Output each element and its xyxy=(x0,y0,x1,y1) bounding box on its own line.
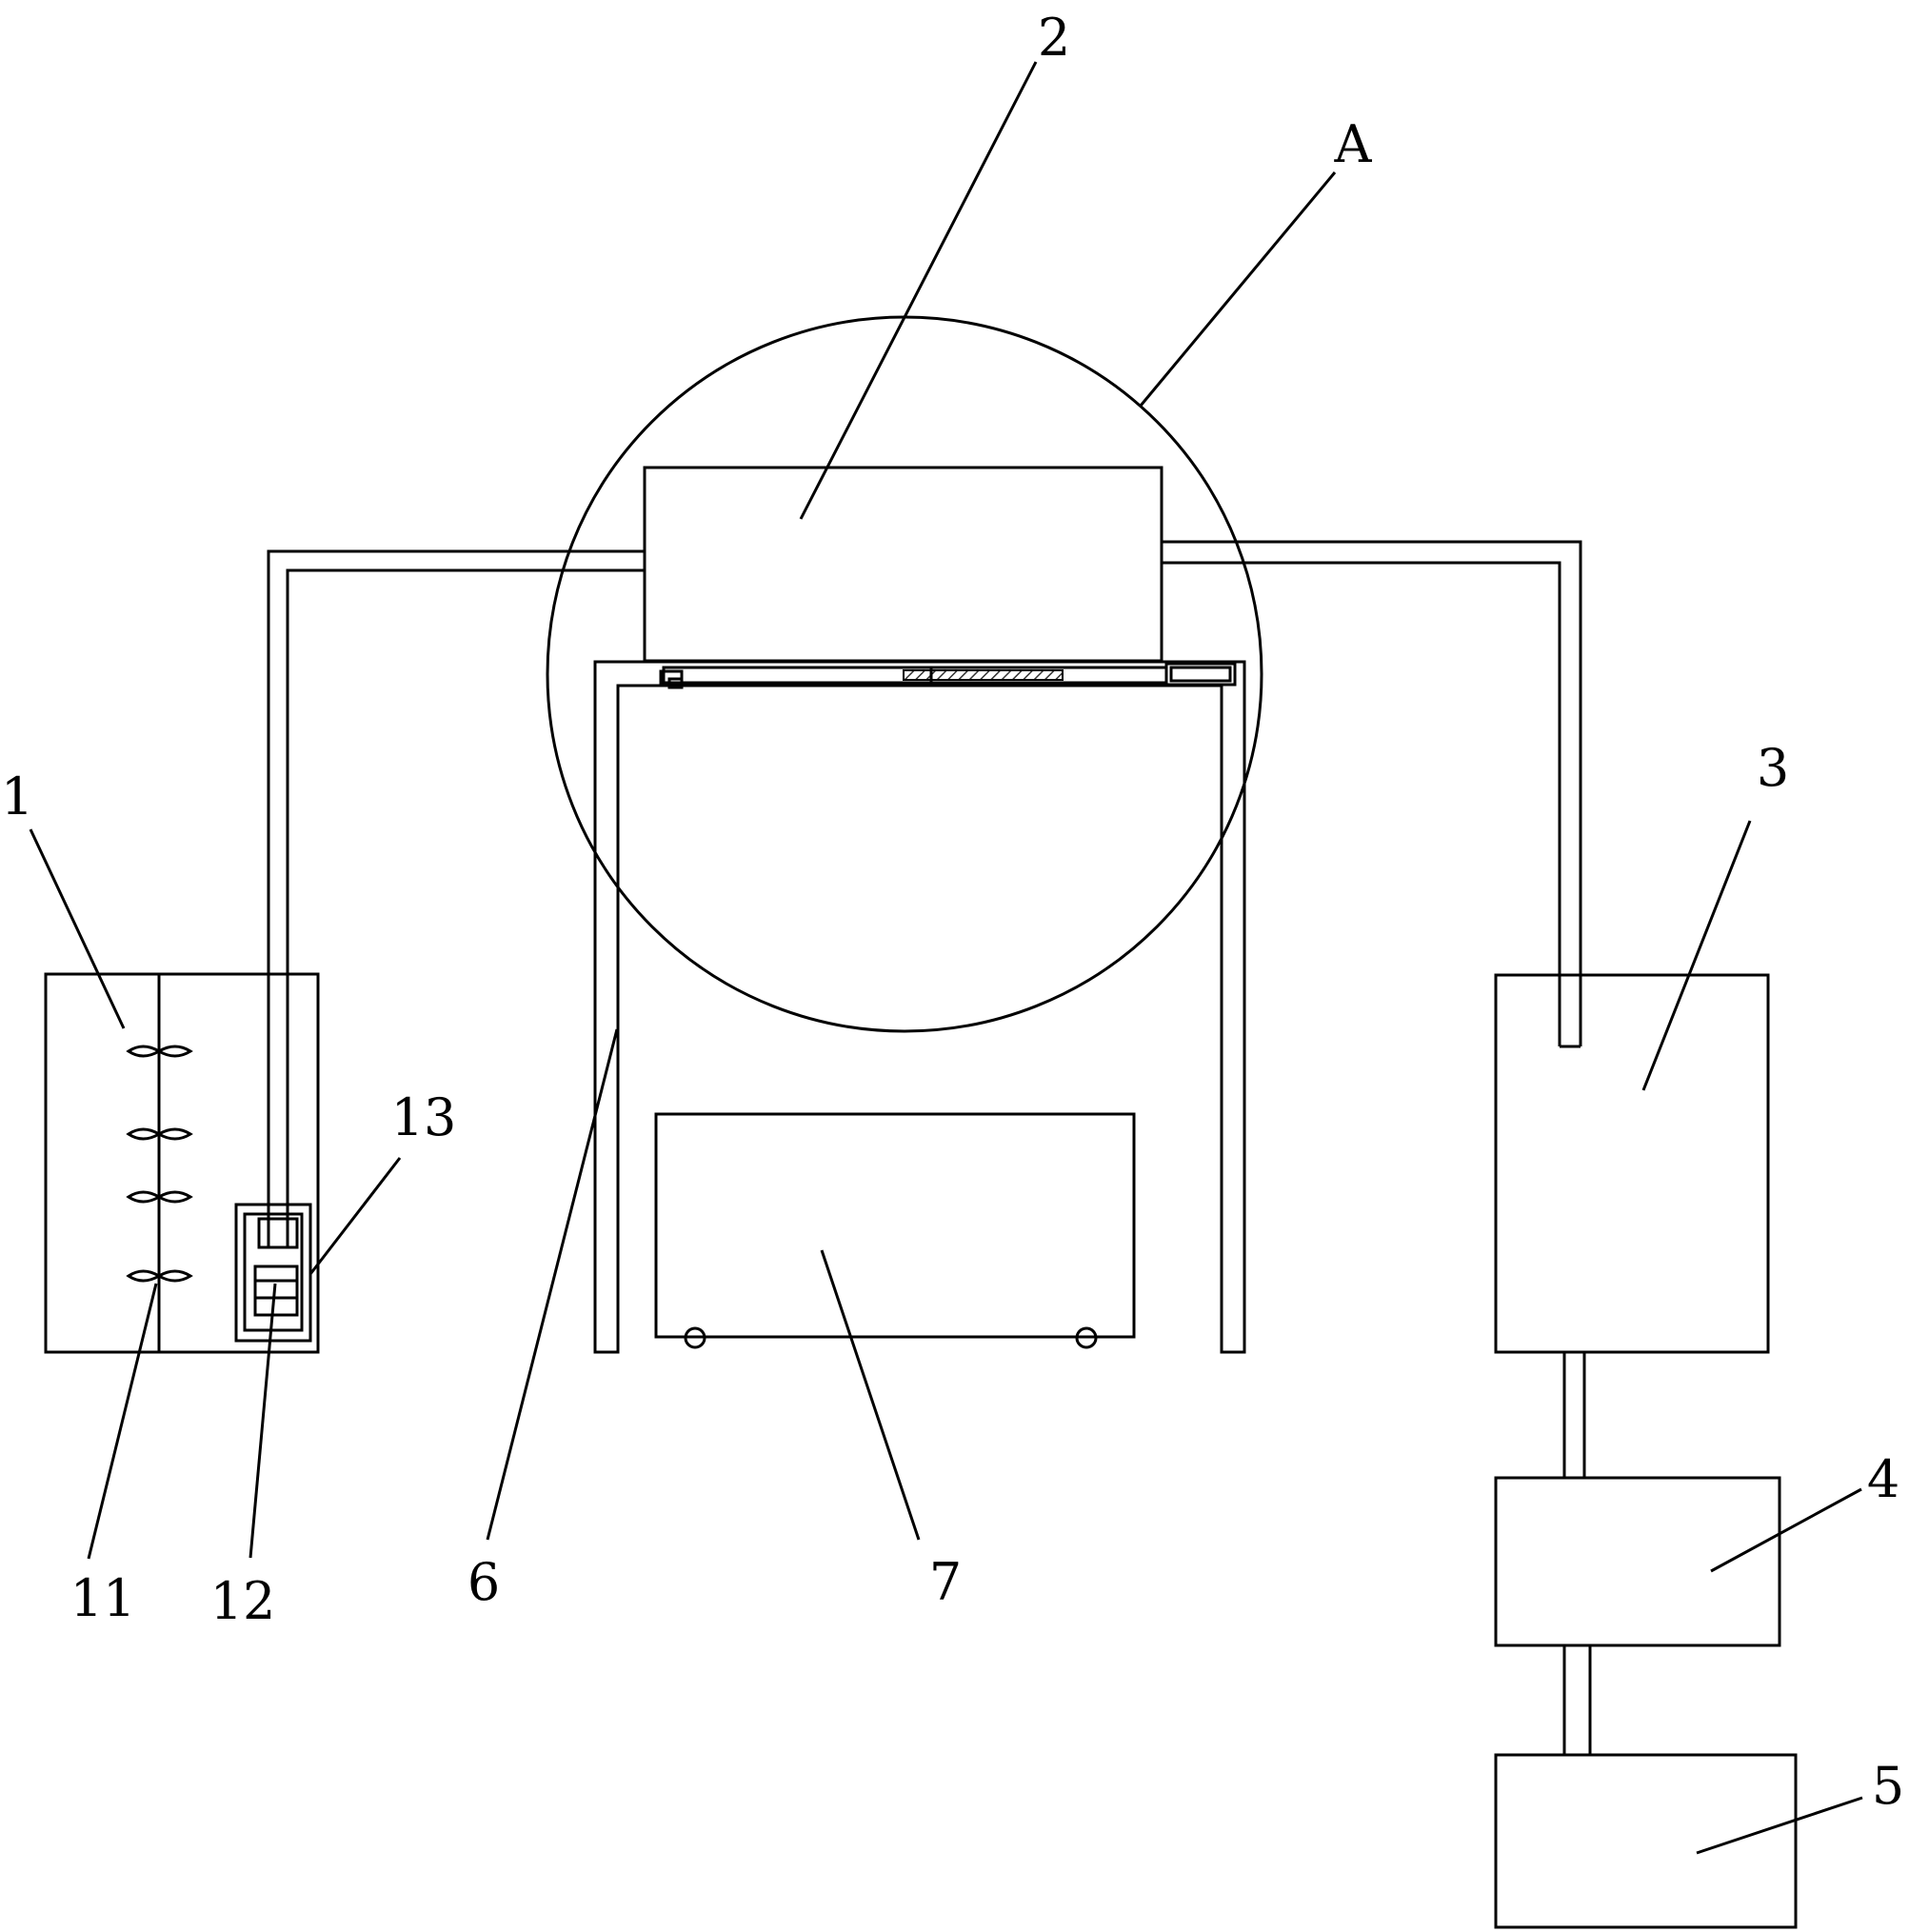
tank-3 xyxy=(1494,973,1770,1354)
unit-5 xyxy=(1494,1753,1798,1929)
pipe-left-socket xyxy=(257,1217,299,1249)
stirrer-blades xyxy=(126,1045,193,1283)
leader-4 xyxy=(1710,1487,1862,1573)
cart-wheel-left xyxy=(684,1326,706,1349)
label-5: 5 xyxy=(1872,1756,1904,1816)
pump-12-mid xyxy=(253,1279,299,1300)
leader-3 xyxy=(1641,820,1752,1091)
leader-7 xyxy=(820,1249,921,1541)
slide-rail-end xyxy=(1169,666,1232,683)
leader-13 xyxy=(308,1157,402,1275)
filter-inner-13 xyxy=(243,1212,304,1332)
slide-hatched-rack xyxy=(903,669,1064,681)
leader-5 xyxy=(1696,1796,1863,1855)
label-12: 12 xyxy=(210,1571,276,1631)
pipe-left-inner xyxy=(286,568,645,1247)
label-11: 11 xyxy=(70,1568,136,1628)
pipe-left-outer xyxy=(267,549,645,1247)
pump-12-top xyxy=(253,1265,299,1283)
leader-a xyxy=(1139,171,1337,407)
leader-11 xyxy=(87,1283,158,1560)
leader-12 xyxy=(249,1283,277,1559)
unit-2-box xyxy=(643,466,1163,663)
label-a: A xyxy=(1334,114,1373,174)
leader-1 xyxy=(29,828,126,1029)
label-3: 3 xyxy=(1757,738,1789,798)
cart-wheel-right xyxy=(1075,1326,1098,1349)
unit-4 xyxy=(1494,1476,1781,1647)
pipe-right-inner xyxy=(1162,561,1561,1046)
pump-12-bottom xyxy=(253,1296,299,1317)
label-4: 4 xyxy=(1867,1449,1899,1509)
cart-7 xyxy=(654,1112,1136,1339)
frame-6-outer xyxy=(593,660,1246,1354)
slide-clamp-foot xyxy=(667,677,684,689)
tank-1 xyxy=(44,972,320,1354)
label-13: 13 xyxy=(391,1087,457,1147)
label-1: 1 xyxy=(1,767,33,827)
label-7: 7 xyxy=(929,1552,962,1612)
leader-2 xyxy=(799,61,1038,520)
leader-6 xyxy=(486,1028,619,1541)
pipe-right-outer xyxy=(1162,540,1582,1046)
label-2: 2 xyxy=(1038,8,1070,68)
label-6: 6 xyxy=(467,1552,500,1612)
slide-rail-block xyxy=(1164,662,1237,687)
